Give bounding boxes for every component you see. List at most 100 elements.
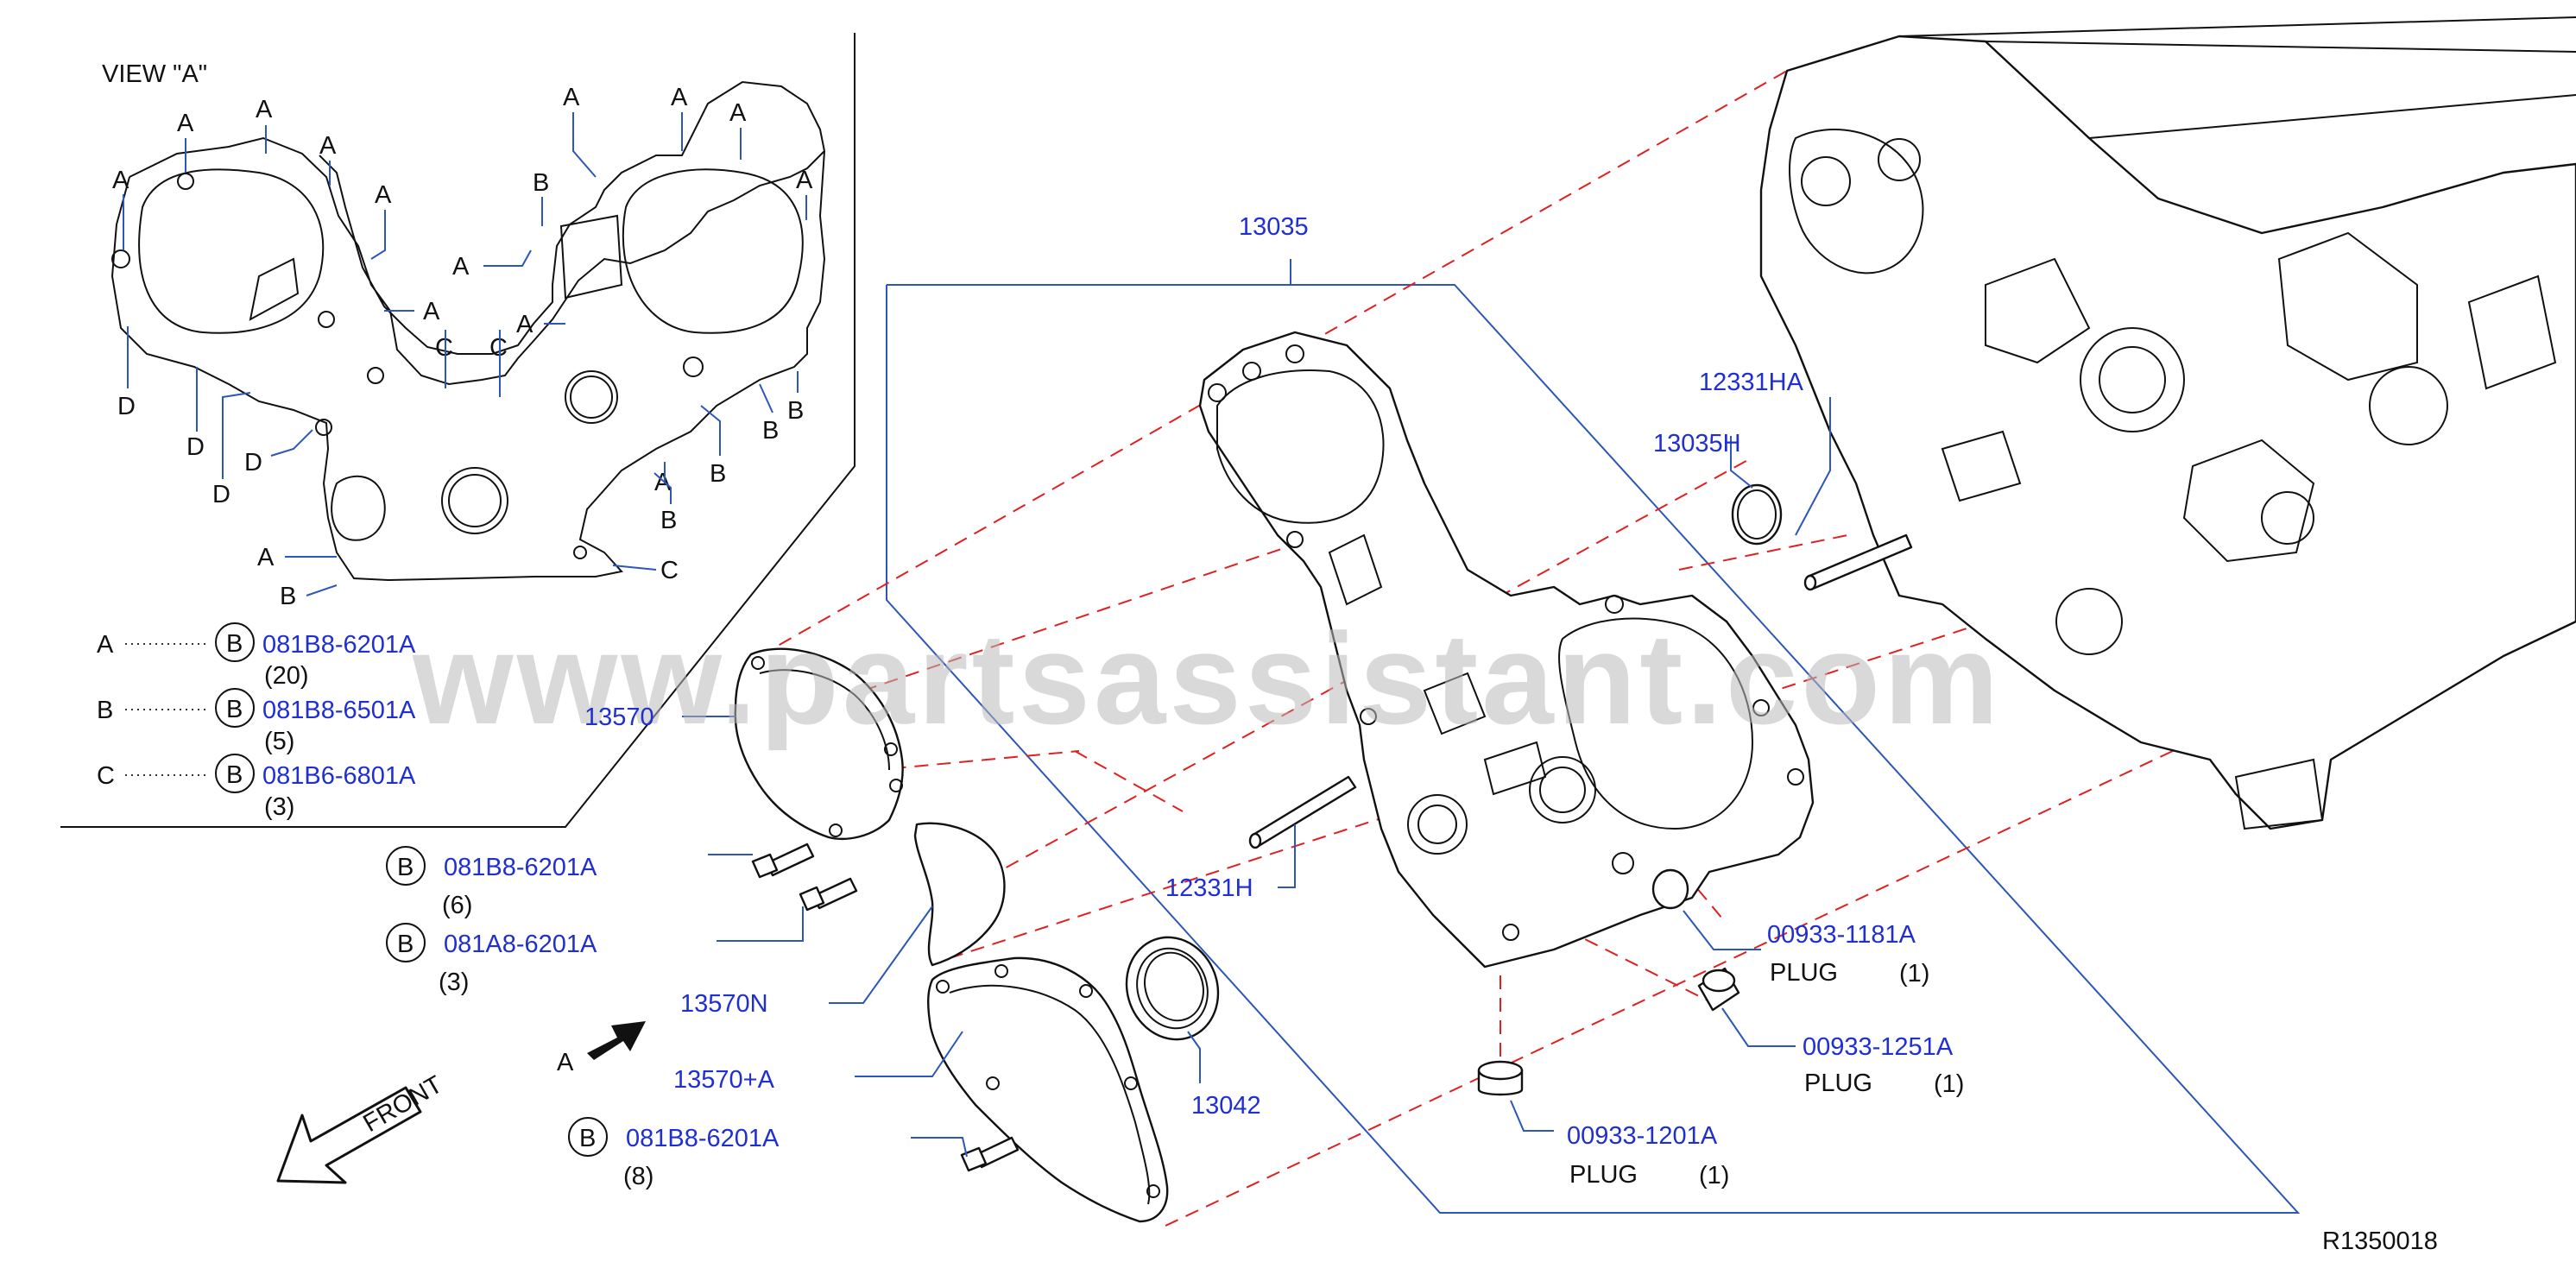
legend-part-number: 081B8-6501A [262,697,416,724]
part-number-13042: 13042 [1191,1092,1261,1120]
callout-a: A [796,167,813,194]
part-number-12331ha: 12331HA [1699,369,1804,396]
callout-d: D [117,393,136,420]
gasket-13570n [913,822,1006,967]
pin-12331h [1250,775,1357,848]
front-label: FRONT [359,1070,448,1138]
bolt-part-number: 081A8-6201A [444,931,597,958]
callout-b: B [280,583,296,610]
chain-case-13570 [734,647,904,840]
front-arrow-icon [276,1086,422,1184]
callout-a: A [452,253,470,281]
bolt-icon [751,842,815,879]
plug-part-number: 00933-1251A [1803,1033,1954,1061]
o-ring-13035h [1731,483,1783,546]
callout-a: A [257,544,275,571]
legend-qty: (20) [264,662,309,690]
view-a-lower-pad [331,475,386,541]
view-a-cover-top [129,80,826,386]
callout-a: A [256,96,273,123]
view-a-title: VIEW "A" [102,60,207,88]
front-cover-13570a [927,956,1169,1223]
inset-border [60,33,856,828]
b-circle-icon [215,688,255,728]
callout-c: C [435,334,453,362]
callout-a: A [516,311,534,338]
bolt-qty: (8) [623,1163,653,1190]
legend-letter: A [97,631,114,659]
engine-block [1759,16,2576,830]
view-a-window [559,214,623,300]
bolt-icon [799,877,858,912]
svg-text:B: B [226,761,243,789]
oil-seal-13042 [1125,936,1220,1041]
front-cover-body [927,956,1169,1223]
svg-text:B: B [397,854,414,881]
bolt-part-number: 081B8-6201A [444,854,597,881]
svg-text:B: B [579,1125,596,1152]
bolt-icon [960,1136,1020,1172]
callout-a: A [423,298,440,325]
callout-b: B [533,169,549,197]
part-number-12331h: 12331H [1165,874,1253,902]
callout-b: B [762,417,779,445]
plug-part-number: 00933-1181A [1767,921,1916,949]
timing-cover-13035 [1198,331,1815,969]
cover-opening-lower [1558,617,1754,830]
part-number-13035: 13035 [1239,213,1309,241]
view-a-cover-bottom [110,150,826,582]
view-a-callouts: A A A A A A A A A A A A A A B B B B B B … [112,84,813,610]
plug-qty: (1) [1699,1162,1729,1190]
plug-part-number: 00933-1201A [1567,1122,1718,1150]
crank-opening [1407,794,1468,855]
view-a-opening-left [138,168,325,334]
part-labels: 13035 12331HA 13035H 13570 12331H 13570N… [584,213,1804,1120]
bolt-qty: (3) [439,969,469,996]
legend-part-number: 081B8-6201A [262,631,416,659]
view-a-legend: A B 081B8-6201A (20) B B 081B8-6501A (5)… [97,622,416,821]
view-a-arrow: A [557,1021,646,1076]
view-a-seal-upper [565,370,618,424]
legend-letter: C [97,762,115,790]
view-a-leaders [123,112,807,596]
svg-text:B: B [397,931,414,958]
engine-block-body [1759,35,2576,830]
part-number-13035h: 13035H [1653,430,1741,458]
bolts [751,842,1020,1172]
callout-d: D [186,433,205,461]
bolt-qty: (6) [442,892,472,919]
plug-qty: (1) [1934,1070,1964,1098]
plug-qty: (1) [1899,960,1929,988]
callout-c: C [660,557,679,584]
callout-a: A [654,469,672,496]
svg-text:B: B [226,696,243,723]
plugs [1477,868,1740,1096]
callout-a: A [563,84,580,111]
b-circle-icon [386,846,426,886]
bolt-callouts: B 081B8-6201A (6) B 081A8-6201A (3) B 08… [386,846,780,1190]
timing-cover-body [1198,331,1815,969]
chain-case-body [734,647,904,840]
part-number-13570n: 13570N [680,990,768,1018]
b-circle-icon [386,923,426,962]
assembly-frame [886,284,2301,1214]
legend-qty: (3) [264,793,294,821]
callout-d: D [244,449,262,476]
svg-text:A: A [557,1049,574,1076]
callout-c: C [489,334,508,362]
callout-a: A [177,110,194,137]
plug-name: PLUG [1804,1070,1872,1097]
watermark: www.partsassistant.com [412,606,2002,751]
view-a-seal-lower [441,467,508,534]
plug-name: PLUG [1569,1161,1638,1189]
dowel-pins [1248,483,1913,849]
svg-text:B: B [226,630,243,658]
label-leaders [682,397,1831,1158]
front-indicator: FRONT [276,1070,448,1184]
part-number-13570a: 13570+A [673,1066,775,1094]
plug-name: PLUG [1770,959,1838,987]
view-a-opening-right [622,168,804,334]
b-circle-icon [568,1117,608,1157]
callout-b: B [787,397,804,425]
